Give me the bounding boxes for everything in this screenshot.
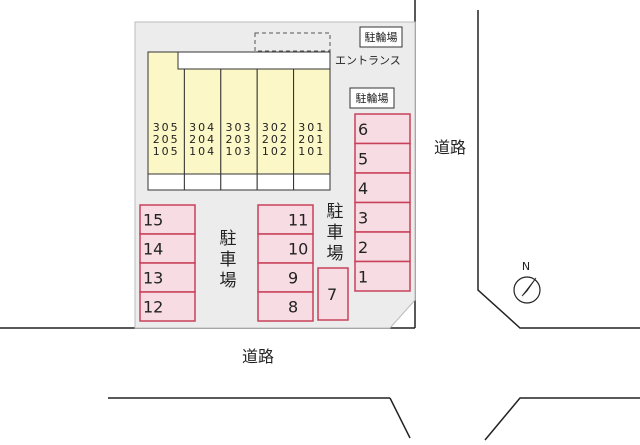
unit-balcony xyxy=(220,173,258,191)
unit-number: 103 xyxy=(226,145,253,158)
bike-parking-1 xyxy=(359,26,403,48)
bike-parking-label-1: 駐輪場 xyxy=(365,30,398,44)
entrance-canopy xyxy=(254,32,331,52)
parking-space: 7 xyxy=(317,267,349,321)
parking-space-number: 13 xyxy=(143,269,163,288)
parking-label-char: 車 xyxy=(220,250,237,270)
parking-space: 1 xyxy=(354,260,411,292)
parking-space-number: 15 xyxy=(143,211,163,230)
parking-space: 11 xyxy=(257,204,314,235)
road-edge-south-curve xyxy=(389,397,411,439)
parking-label-left-text: 駐車場 xyxy=(220,229,237,291)
bike-parking-label-2: 駐輪場 xyxy=(356,91,389,105)
parking-space: 12 xyxy=(139,291,196,322)
unit-number: 102 xyxy=(262,145,289,158)
parking-space-box xyxy=(354,260,411,292)
unit-number: 304 xyxy=(189,121,216,134)
unit-balcony xyxy=(293,173,331,191)
parking-label-char: 車 xyxy=(327,223,344,243)
parking-space-number: 10 xyxy=(288,240,308,259)
parking-space-box xyxy=(139,204,196,235)
unit-number: 104 xyxy=(189,145,216,158)
apartment-building: 3052051053042041043032031033022021023012… xyxy=(147,51,331,191)
parking-space-number: 3 xyxy=(358,208,368,227)
parking-label-char: 場 xyxy=(220,271,237,291)
road-label-south: 道路 xyxy=(242,347,274,366)
parking-space-number: 12 xyxy=(143,298,163,317)
unit-number: 204 xyxy=(189,133,216,146)
parking-space-box xyxy=(257,262,314,293)
parking-space: 2 xyxy=(354,231,411,263)
road-label-east: 道路 xyxy=(434,138,466,157)
unit-number: 303 xyxy=(226,121,253,134)
parking-space: 14 xyxy=(139,233,196,264)
parking-space-box xyxy=(317,267,349,321)
parking-space-box xyxy=(257,204,314,235)
parking-space: 6 xyxy=(354,113,411,145)
unit-number: 205 xyxy=(153,133,180,146)
parking-space-box xyxy=(139,291,196,322)
parking-space: 4 xyxy=(354,172,411,204)
parking-label-char: 駐 xyxy=(220,229,237,249)
entrance-label: エントランス xyxy=(335,54,401,67)
parking-space-box xyxy=(354,201,411,233)
parking-space-box xyxy=(257,291,314,322)
unit-balcony xyxy=(183,173,222,191)
road-edge-east xyxy=(477,10,640,329)
parking-space-number: 11 xyxy=(288,211,308,230)
unit-number: 203 xyxy=(226,133,253,146)
road-edge-south-right xyxy=(484,397,640,441)
parking-label-char: 場 xyxy=(327,244,344,264)
parking-space-box xyxy=(257,233,314,264)
compass-label: N xyxy=(522,260,530,273)
parking-space: 10 xyxy=(257,233,314,264)
unit-balcony xyxy=(256,173,295,191)
parking-label-middle-text: 駐車場 xyxy=(327,202,344,264)
corridor-overlay xyxy=(177,51,331,70)
parking-space: 13 xyxy=(139,262,196,293)
parking-space: 5 xyxy=(354,142,411,174)
parking-space-box xyxy=(354,142,411,174)
north-compass-icon: N xyxy=(513,260,541,304)
parking-space: 9 xyxy=(257,262,314,293)
unit-number: 201 xyxy=(298,133,325,146)
unit-column-body xyxy=(293,51,331,175)
parking-space: 8 xyxy=(257,291,314,322)
parking-space: 15 xyxy=(139,204,196,235)
unit-number: 301 xyxy=(298,121,325,134)
parking-space-number: 8 xyxy=(288,298,298,317)
parking-space-number: 2 xyxy=(358,238,368,257)
unit-number: 101 xyxy=(298,145,325,158)
parking-space-number: 7 xyxy=(327,285,337,304)
parking-label-left: 駐車場 xyxy=(220,229,237,291)
parking-label-char: 駐 xyxy=(327,202,344,222)
parking-space-number: 1 xyxy=(358,267,368,286)
parking-space-box xyxy=(354,172,411,204)
unit-number: 305 xyxy=(153,121,180,134)
unit-number: 105 xyxy=(153,145,180,158)
parking-spaces: 6 5 4 3 2 1 15 14 13 12 11 10 9 8 7 xyxy=(139,113,411,322)
parking-space-number: 4 xyxy=(358,179,368,198)
bike-parking-2 xyxy=(349,87,395,109)
parking-space-number: 5 xyxy=(358,149,368,168)
parking-space: 3 xyxy=(354,201,411,233)
parking-space-number: 14 xyxy=(143,240,163,259)
unit-balcony xyxy=(147,173,185,191)
parking-label-middle: 駐車場 xyxy=(327,202,344,264)
parking-space-number: 6 xyxy=(358,120,368,139)
unit-number: 202 xyxy=(262,133,289,146)
parking-space-number: 9 xyxy=(288,269,298,288)
unit-number: 302 xyxy=(262,121,289,134)
